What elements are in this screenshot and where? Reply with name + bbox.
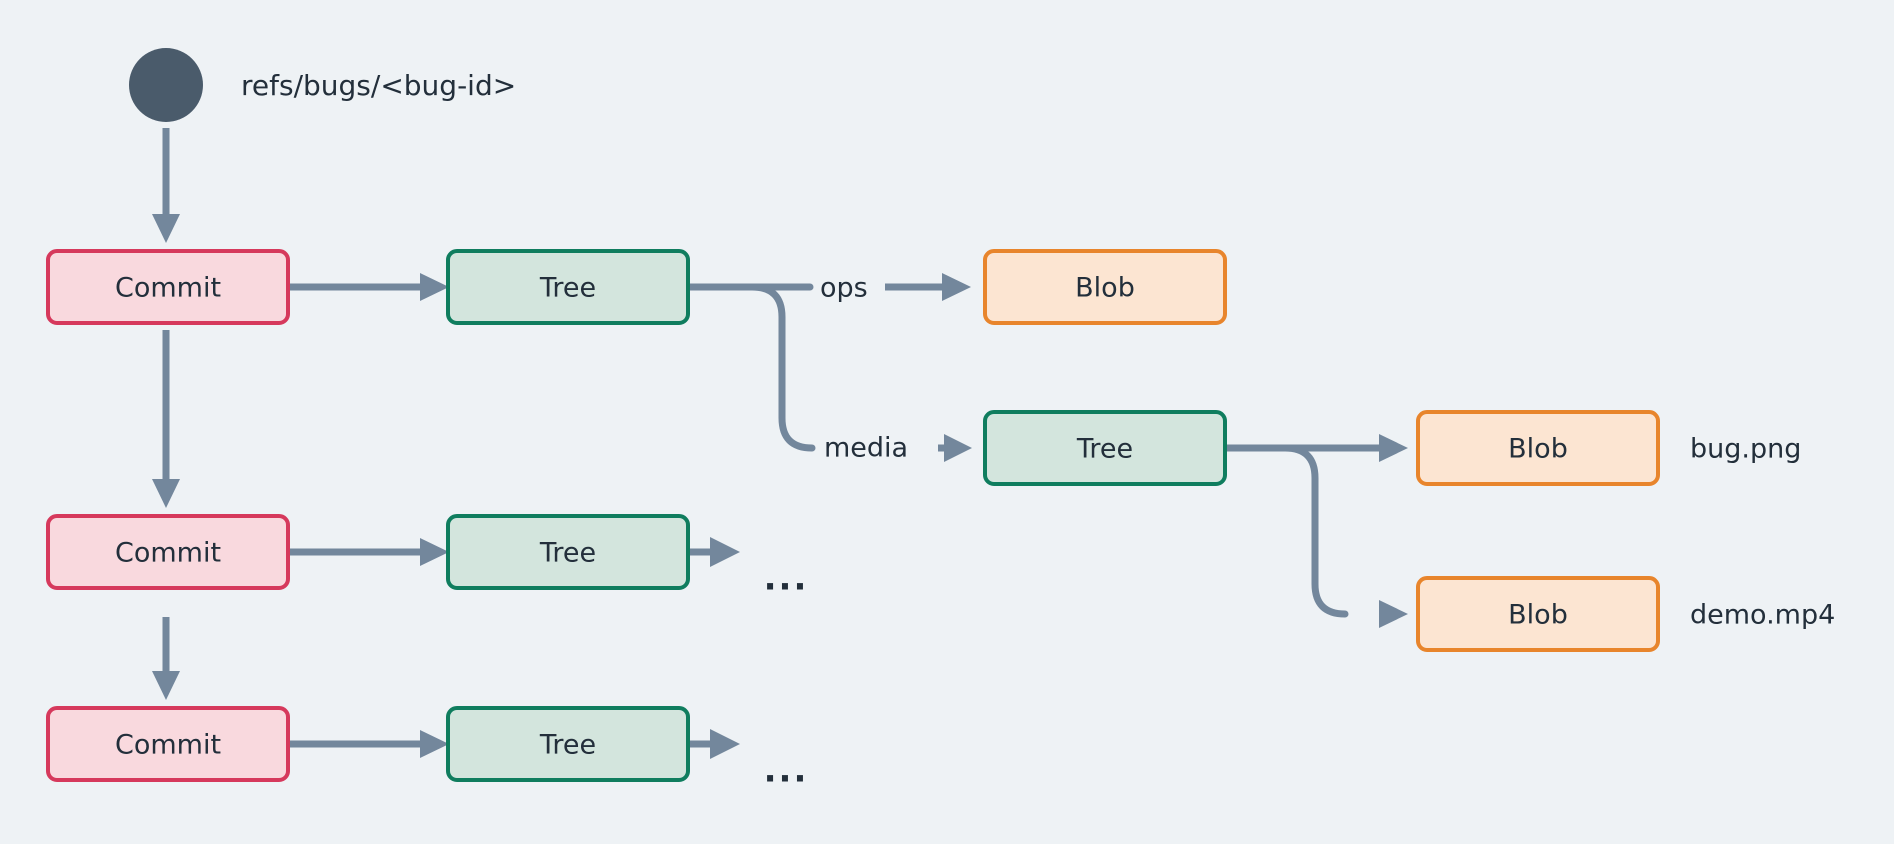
edge-media-to-tree <box>938 434 972 462</box>
arrow-head-icon <box>152 479 180 508</box>
node-blob-ops[interactable]: Blob <box>983 249 1227 325</box>
arrow-head-icon <box>152 214 180 243</box>
side-label-demo-mp4: demo.mp4 <box>1690 600 1835 631</box>
node-blob-demo-mp4[interactable]: Blob <box>1416 576 1660 652</box>
arrow-head-icon <box>420 730 449 758</box>
edge-commit-1-to-tree-1 <box>288 273 449 301</box>
edge-media-tree-branch <box>1223 434 1408 628</box>
side-label-bug-png: bug.png <box>1690 434 1801 465</box>
edge-commit-1-to-commit-2 <box>152 330 180 508</box>
edge-commit-2-to-commit-3 <box>152 617 180 700</box>
edge-tree-3-to-ellipsis <box>686 729 740 759</box>
node-blob-demo-mp4-label: Blob <box>1508 600 1568 631</box>
node-commit-2[interactable]: Commit <box>46 514 290 590</box>
ellipsis-row-3: ... <box>764 751 809 791</box>
ellipsis-row-2: ... <box>764 559 809 599</box>
edge-label-media: media <box>824 433 908 464</box>
node-commit-3[interactable]: Commit <box>46 706 290 782</box>
node-tree-1-label: Tree <box>539 273 596 304</box>
arrow-head-icon <box>1379 600 1408 628</box>
node-blob-bug-png[interactable]: Blob <box>1416 410 1660 486</box>
node-commit-3-label: Commit <box>115 730 221 761</box>
node-commit-2-label: Commit <box>115 538 221 569</box>
edge-ops-to-blob <box>885 273 971 301</box>
arrow-head-icon <box>942 273 971 301</box>
arrow-head-icon <box>710 537 740 567</box>
node-tree-2[interactable]: Tree <box>446 514 690 590</box>
node-commit-1-label: Commit <box>115 273 221 304</box>
node-tree-1[interactable]: Tree <box>446 249 690 325</box>
arrow-head-icon <box>420 273 449 301</box>
edge-label-ops: ops <box>820 273 868 304</box>
node-tree-2-label: Tree <box>539 538 596 569</box>
arrow-head-icon <box>710 729 740 759</box>
node-tree-3-label: Tree <box>539 730 596 761</box>
node-blob-ops-label: Blob <box>1075 273 1135 304</box>
ref-dot[interactable] <box>129 48 203 122</box>
arrow-head-icon <box>420 538 449 566</box>
edge-ref-to-commit-1 <box>152 128 180 243</box>
arrow-head-icon <box>152 671 180 700</box>
node-blob-bug-png-label: Blob <box>1508 434 1568 465</box>
edge-tree-2-to-ellipsis <box>686 537 740 567</box>
node-commit-1[interactable]: Commit <box>46 249 290 325</box>
edge-tree-1-branch <box>682 283 816 452</box>
edge-commit-3-to-tree-3 <box>288 730 449 758</box>
node-tree-3[interactable]: Tree <box>446 706 690 782</box>
node-tree-media-label: Tree <box>1076 434 1133 465</box>
node-tree-media[interactable]: Tree <box>983 410 1227 486</box>
arrow-head-icon <box>1379 434 1408 462</box>
ref-label: refs/bugs/<bug-id> <box>241 69 516 102</box>
arrow-head-icon <box>944 434 972 462</box>
edge-commit-2-to-tree-2 <box>288 538 449 566</box>
